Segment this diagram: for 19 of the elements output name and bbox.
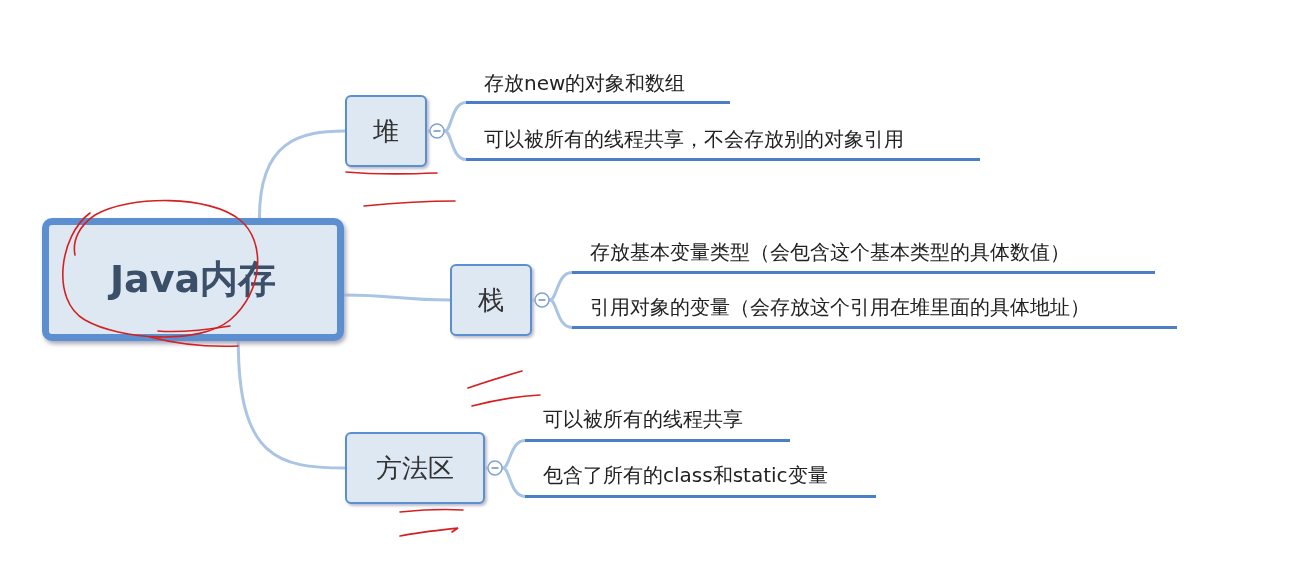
topic-label: 栈 <box>478 283 504 317</box>
connector-line <box>532 298 573 329</box>
topic-box <box>345 432 485 504</box>
subtopic-text: 可以被所有的线程共享，不会存放别的对象引用 <box>484 125 904 153</box>
topic-label: 方法区 <box>376 451 454 485</box>
subtopic-text: 包含了所有的class和static变量 <box>543 462 828 489</box>
subtopic-text: 可以被所有的线程共享 <box>543 406 743 433</box>
connector-line <box>257 129 346 219</box>
connector-line <box>344 293 450 302</box>
subtopic-text: 存放new的对象和数组 <box>484 70 686 97</box>
connector-line <box>236 340 346 470</box>
topic-box <box>345 95 427 167</box>
subtopic-text: 引用对象的变量（会存放这个引用在堆里面的具体地址） <box>590 293 1090 321</box>
topic-box <box>450 264 532 336</box>
topic-label: 堆 <box>373 114 399 148</box>
subtopic-text: 存放基本变量类型（会包含这个基本类型的具体数值） <box>590 238 1070 266</box>
connector-line <box>485 466 526 498</box>
connector-line <box>427 129 467 161</box>
root-topic-box <box>42 218 344 341</box>
